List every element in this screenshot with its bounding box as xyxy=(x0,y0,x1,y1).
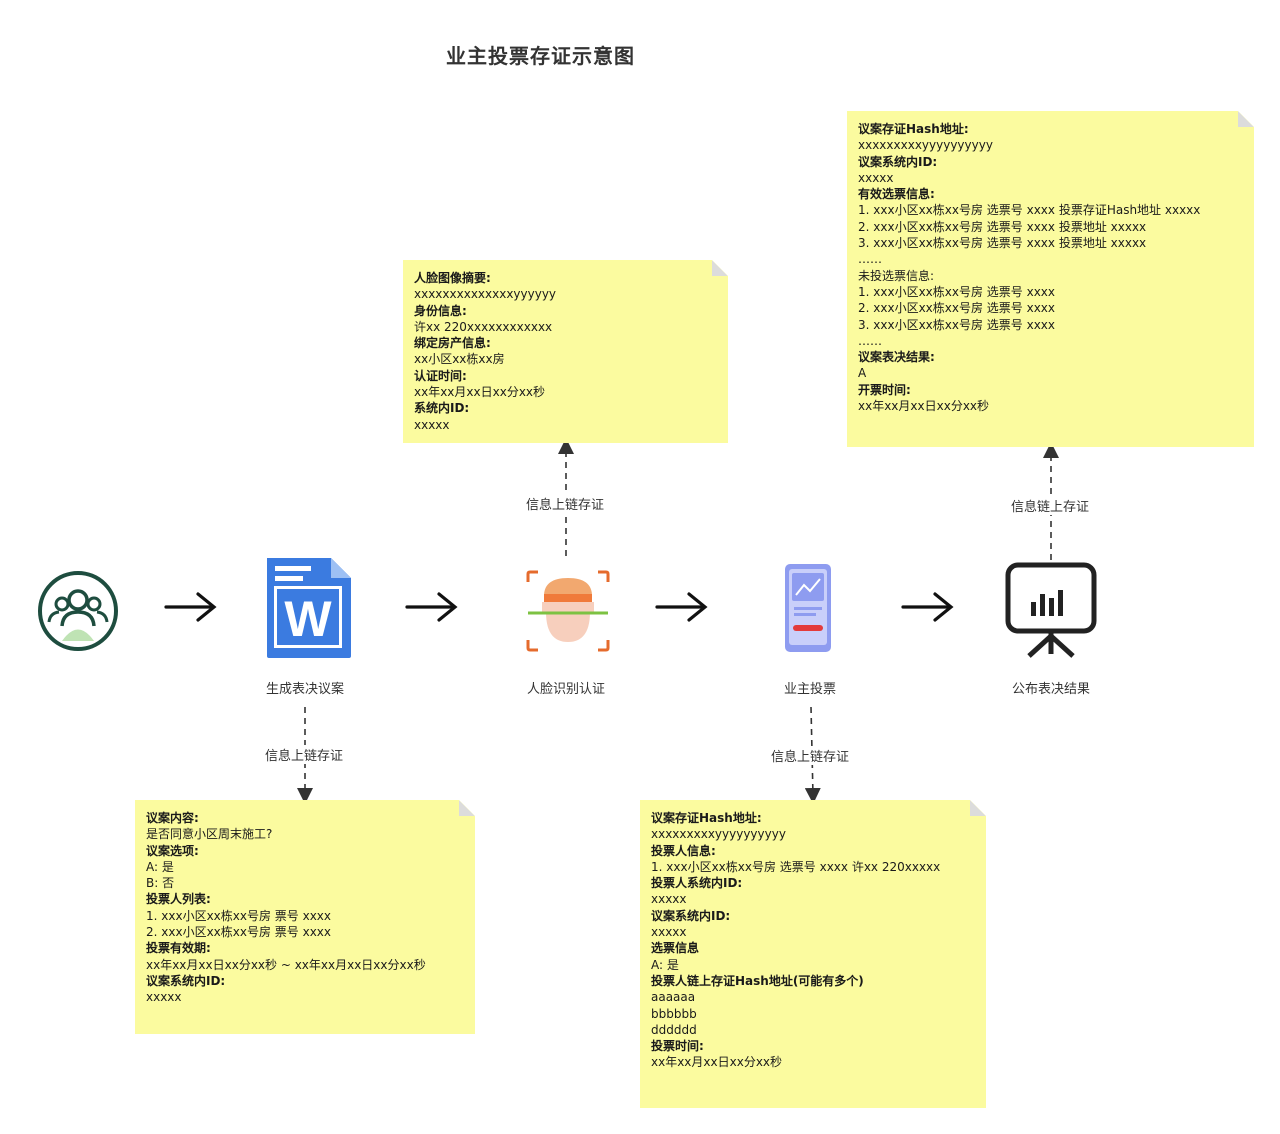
note-line: A xyxy=(858,366,867,381)
note-line: 开票时间: xyxy=(858,382,911,397)
diagram-title: 业主投票存证示意图 xyxy=(446,44,635,68)
face-scan-icon xyxy=(526,570,610,656)
note-line: xxxxxxxxxyyyyyyyyyy xyxy=(651,827,786,842)
note-line: 认证时间: xyxy=(414,368,467,383)
note-line: 1. xxx小区xx栋xx号房 选票号 xxxx 许xx 220xxxxx xyxy=(651,859,941,874)
note-line: 投票有效期: xyxy=(146,941,211,956)
note-line: 1. xxx小区xx栋xx号房 选票号 xxxx xyxy=(858,284,1056,299)
flow-arrow-3 xyxy=(655,592,708,622)
note-line: 议案存证Hash地址: xyxy=(651,811,762,825)
edge-label-proposal: 信息上链存证 xyxy=(264,745,345,764)
step-label-vote: 业主投票 xyxy=(783,682,836,697)
step-label-face: 人脸识别认证 xyxy=(526,682,605,697)
note-line: xx年xx月xx日xx分xx秒 xyxy=(651,1055,783,1070)
note-line: 议案选项: xyxy=(146,843,199,858)
mobile-phone-icon xyxy=(784,563,832,657)
note-line: 许xx 220xxxxxxxxxxxx xyxy=(414,319,553,334)
note-line: 议案系统内ID: xyxy=(651,908,731,923)
note-line: 2. xxx小区xx栋xx号房 选票号 xxxx xyxy=(858,301,1056,316)
note-line: 1. xxx小区xx栋xx号房 选票号 xxxx 投票存证Hash地址 xxxx… xyxy=(858,203,1201,218)
note-line: …… xyxy=(858,252,882,267)
note-line: 身份信息: xyxy=(414,303,467,318)
note-line: dddddd xyxy=(651,1022,697,1037)
svg-text:W: W xyxy=(284,591,332,647)
edge-label-vote: 信息上链存证 xyxy=(770,746,851,765)
note-line: 3. xxx小区xx栋xx号房 选票号 xxxx 投票地址 xxxxx xyxy=(858,236,1147,251)
note-line: xxxxxxxxxxxxxxyyyyyy xyxy=(414,287,557,302)
note-line: 投票人系统内ID: xyxy=(651,876,743,891)
note-line: xxxxx xyxy=(858,170,894,185)
note-line: 人脸图像摘要: xyxy=(414,271,491,285)
flow-arrow-2 xyxy=(405,592,458,622)
presentation-board-icon xyxy=(1005,562,1097,662)
note-line: 系统内ID: xyxy=(414,401,470,416)
note-line: A: 是 xyxy=(651,957,679,972)
note-line: B: 否 xyxy=(146,876,175,891)
note-line: xx年xx月xx日xx分xx秒 ~ xx年xx月xx日xx分xx秒 xyxy=(146,957,426,972)
note-line: xx年xx月xx日xx分xx秒 xyxy=(414,385,546,400)
note-line: 选票信息 xyxy=(651,941,700,956)
note-line: 议案系统内ID: xyxy=(858,154,938,169)
note-line: xxxxx xyxy=(651,925,687,940)
note-line: 绑定房产信息: xyxy=(414,336,491,351)
note-line: xxxxx xyxy=(414,417,450,432)
note-proposal: 议案内容: 是否同意小区周末施工?议案选项:A: 是 B: 否投票人列表:1. xx… xyxy=(135,800,475,1034)
step-label-proposal: 生成表决议案 xyxy=(265,682,344,697)
note-line: 议案内容: xyxy=(146,811,199,825)
note-line: aaaaaa xyxy=(651,990,696,1005)
note-line: xxxxx xyxy=(146,990,182,1005)
note-line: 1. xxx小区xx栋xx号房 票号 xxxx xyxy=(146,908,332,923)
note-line: xxxxx xyxy=(651,892,687,907)
group-users-icon xyxy=(37,570,119,656)
edge-label-face: 信息上链存证 xyxy=(525,494,606,513)
note-line: bbbbbb xyxy=(651,1006,697,1021)
note-line: xx年xx月xx日xx分xx秒 xyxy=(858,399,990,414)
note-line: 投票人信息: xyxy=(651,843,716,858)
note-line: 未投选票信息: xyxy=(858,268,935,283)
note-line: 2. xxx小区xx栋xx号房 票号 xxxx xyxy=(146,925,332,940)
note-line: A: 是 xyxy=(146,859,174,874)
note-line: 议案存证Hash地址: xyxy=(858,122,969,136)
note-line: …… xyxy=(858,333,882,348)
flow-arrow-1 xyxy=(164,592,217,622)
note-line: 投票人列表: xyxy=(146,892,211,907)
word-document-icon: W xyxy=(265,556,353,664)
note-line: 议案系统内ID: xyxy=(146,973,226,988)
flow-arrow-4 xyxy=(901,592,954,622)
step-label-result: 公布表决结果 xyxy=(1011,682,1090,697)
note-line: xx小区xx栋xx房 xyxy=(414,352,505,367)
note-line: xxxxxxxxxyyyyyyyyyy xyxy=(858,138,993,153)
note-line: 投票时间: xyxy=(651,1039,704,1054)
note-line: 2. xxx小区xx栋xx号房 选票号 xxxx 投票地址 xxxxx xyxy=(858,219,1147,234)
note-line: 3. xxx小区xx栋xx号房 选票号 xxxx xyxy=(858,317,1056,332)
edge-label-result: 信息链上存证 xyxy=(1010,496,1091,515)
note-line: 是否同意小区周末施工? xyxy=(146,827,273,842)
note-line: 有效选票信息: xyxy=(858,187,935,202)
note-line: 投票人链上存证Hash地址(可能有多个) xyxy=(651,973,864,988)
note-line: 议案表决结果: xyxy=(858,350,935,365)
